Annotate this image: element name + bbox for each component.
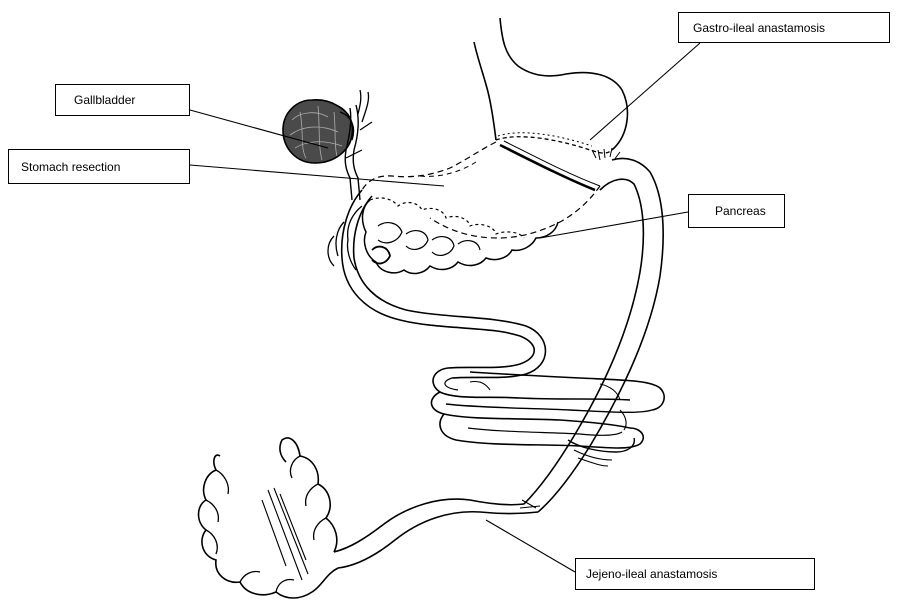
leader-line-pancreas	[540, 212, 688, 238]
label-gastro-ileal-anastamosis: Gastro-ileal anastamosis	[678, 12, 890, 43]
alimentary-limb-drawing	[524, 159, 663, 513]
label-jejeno-ileal-anastamosis-text: Jejeno-ileal anastamosis	[586, 567, 717, 581]
label-pancreas-text: Pancreas	[715, 204, 766, 218]
small-bowel-drawing	[342, 190, 664, 466]
leader-line-jejeno-ileal	[486, 520, 575, 572]
label-jejeno-ileal-anastamosis: Jejeno-ileal anastamosis	[575, 558, 815, 590]
stomach-drawing	[362, 18, 627, 238]
leader-line-gastro-ileal	[590, 43, 700, 140]
gallbladder-drawing	[283, 90, 372, 200]
leader-lines	[190, 43, 700, 572]
colon-drawing	[199, 438, 541, 598]
label-pancreas: Pancreas	[688, 194, 785, 228]
label-gallbladder-text: Gallbladder	[74, 93, 135, 107]
label-stomach-resection-text: Stomach resection	[21, 160, 120, 174]
label-stomach-resection: Stomach resection	[8, 149, 190, 184]
label-gastro-ileal-anastamosis-text: Gastro-ileal anastamosis	[693, 21, 825, 35]
label-gallbladder: Gallbladder	[55, 84, 190, 116]
leader-line-stomach-resection	[190, 165, 444, 186]
